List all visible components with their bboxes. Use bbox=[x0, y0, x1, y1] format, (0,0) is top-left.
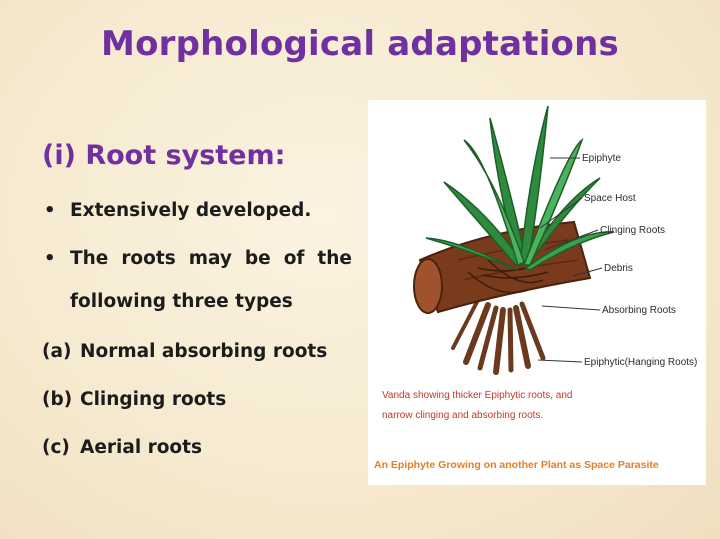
label-clinging-roots: Clinging Roots bbox=[600, 225, 665, 236]
caption-line-2: narrow clinging and absorbing roots. bbox=[382, 410, 543, 421]
word: may bbox=[188, 248, 232, 269]
bullet-dot-icon: • bbox=[44, 200, 56, 221]
bullet-extensively-developed: Extensively developed. bbox=[70, 200, 312, 221]
caption-line-1: Vanda showing thicker Epiphytic roots, a… bbox=[382, 390, 572, 401]
label-hanging-roots: Epiphytic(Hanging Roots) bbox=[584, 357, 697, 368]
bullet-root-types-line1: The roots may be of the bbox=[70, 248, 352, 269]
section-heading: (i) Root system: bbox=[42, 140, 286, 171]
list-marker-a: (a) bbox=[42, 341, 72, 362]
word: The bbox=[70, 248, 109, 269]
list-marker-b: (b) bbox=[42, 389, 73, 410]
bullet-root-types-line2: following three types bbox=[70, 291, 293, 312]
slide-title: Morphological adaptations bbox=[101, 24, 619, 64]
epiphyte-figure: Epiphyte Space Host Clinging Roots Debri… bbox=[368, 100, 706, 485]
word: of bbox=[283, 248, 305, 269]
list-item-aerial-roots: Aerial roots bbox=[80, 437, 202, 458]
hanging-roots-icon bbox=[451, 298, 546, 375]
caption-bottom: An Epiphyte Growing on another Plant as … bbox=[374, 459, 659, 471]
list-marker-c: (c) bbox=[42, 437, 70, 458]
label-space-host: Space Host bbox=[584, 193, 636, 204]
list-item-clinging-roots: Clinging roots bbox=[80, 389, 227, 410]
word: the bbox=[317, 248, 352, 269]
epiphyte-leaves-icon bbox=[425, 105, 615, 271]
label-debris: Debris bbox=[604, 263, 633, 274]
list-item-normal-absorbing-roots: Normal absorbing roots bbox=[80, 341, 328, 362]
leader-lines bbox=[537, 157, 603, 363]
label-epiphyte: Epiphyte bbox=[582, 153, 621, 164]
word: be bbox=[244, 248, 271, 269]
clinging-roots-icon bbox=[467, 259, 549, 294]
bullet-dot-icon: • bbox=[44, 248, 56, 269]
word: roots bbox=[121, 248, 176, 269]
log-icon bbox=[413, 220, 592, 314]
epiphyte-illustration: Epiphyte Space Host Clinging Roots Debri… bbox=[374, 105, 697, 471]
label-absorbing-roots: Absorbing Roots bbox=[602, 305, 676, 316]
